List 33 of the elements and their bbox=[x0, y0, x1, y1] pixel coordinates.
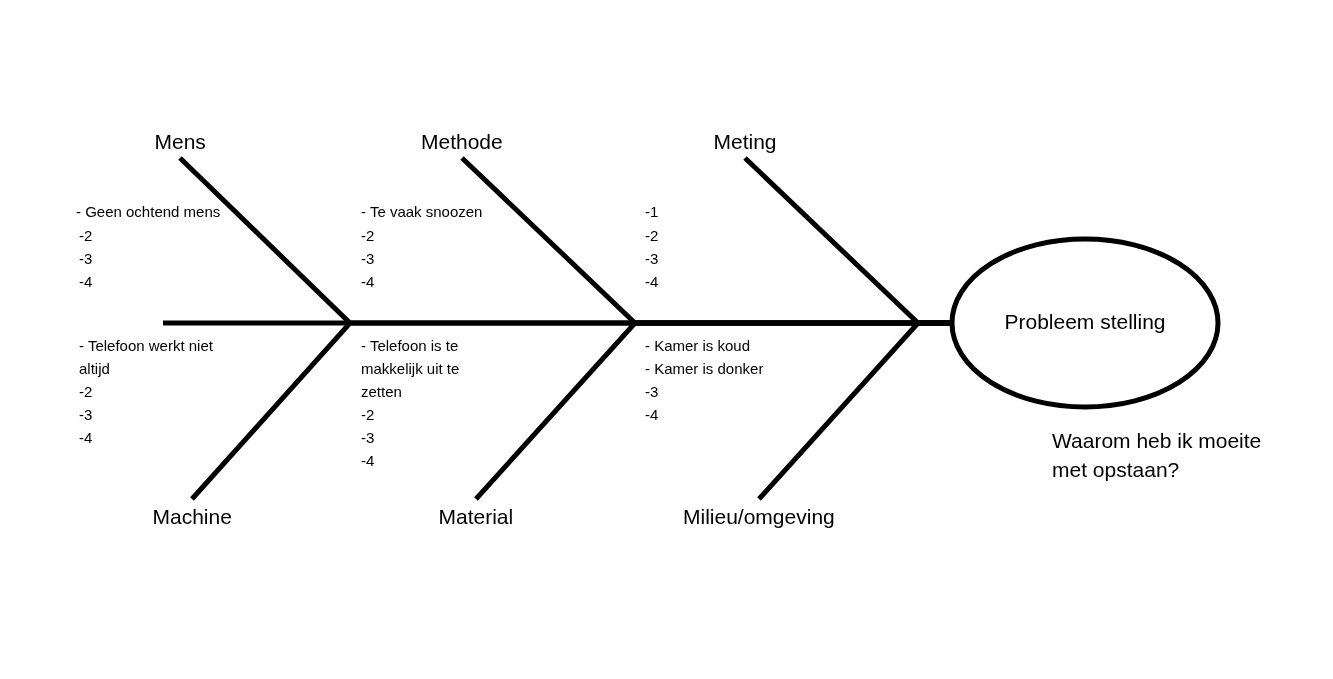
cause-item: -3 bbox=[645, 382, 659, 402]
cause-item: - Kamer is donker bbox=[645, 359, 764, 379]
cause-item: -4 bbox=[361, 272, 375, 292]
cause-item: -2 bbox=[361, 405, 375, 425]
cause-item: -3 bbox=[645, 249, 659, 269]
cause-item: -4 bbox=[645, 272, 659, 292]
cause-item: -4 bbox=[79, 272, 93, 292]
cause-item: -3 bbox=[361, 249, 375, 269]
category-label: Milieu/omgeving bbox=[683, 505, 835, 529]
cause-item: - Telefoon werkt niet altijd bbox=[79, 336, 214, 379]
cause-item: -2 bbox=[79, 382, 93, 402]
cause-item: -4 bbox=[79, 428, 93, 448]
cause-item: -3 bbox=[79, 405, 93, 425]
category-label: Mens bbox=[154, 130, 206, 154]
cause-item: - Kamer is koud bbox=[645, 336, 751, 356]
cause-item: -4 bbox=[645, 405, 659, 425]
category-label: Methode bbox=[421, 130, 503, 154]
cause-item: -3 bbox=[361, 428, 375, 448]
cause-item: -1 bbox=[645, 202, 659, 222]
problem-text: Probleem stelling bbox=[1003, 310, 1167, 334]
cause-item: - Telefoon is te makkelijk uit te zetten bbox=[361, 336, 461, 402]
category-label: Machine bbox=[152, 505, 232, 529]
cause-item: -2 bbox=[361, 226, 375, 246]
cause-item: -2 bbox=[645, 226, 659, 246]
category-label: Meting bbox=[713, 130, 777, 154]
fishbone-line bbox=[757, 320, 952, 501]
cause-item: -4 bbox=[361, 451, 375, 471]
cause-item: -3 bbox=[79, 249, 93, 269]
cause-item: -2 bbox=[79, 226, 93, 246]
question-text: Waarom heb ik moeite met opstaan? bbox=[1052, 428, 1263, 483]
cause-item: - Te vaak snoozen bbox=[361, 202, 483, 222]
cause-item: - Geen ochtend mens bbox=[76, 202, 221, 222]
category-label: Material bbox=[438, 505, 514, 529]
